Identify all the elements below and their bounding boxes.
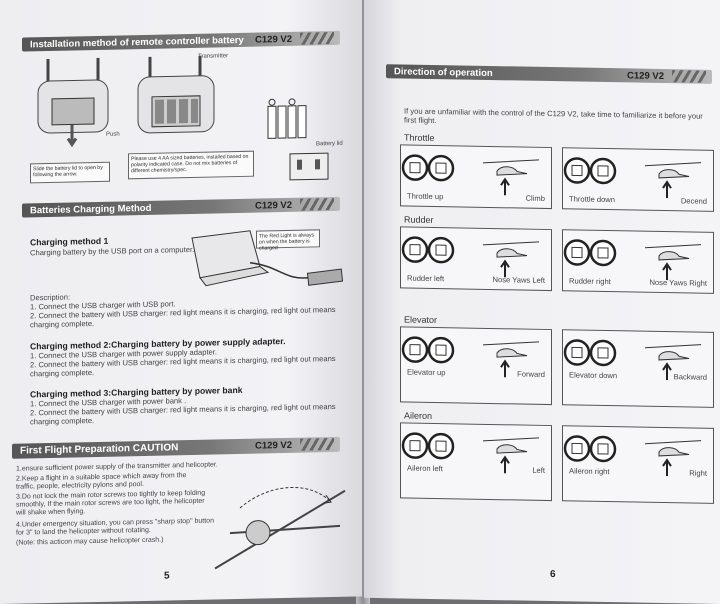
group-title: Aileron bbox=[404, 410, 433, 421]
direction-panel: Aileron left Left bbox=[400, 422, 552, 502]
movement-label: Forward bbox=[517, 369, 545, 379]
transmitter-open-illustration bbox=[137, 55, 215, 134]
transmitter-label: Transmitter bbox=[198, 53, 229, 60]
group-title: Throttle bbox=[404, 132, 435, 144]
group-title: Rudder bbox=[404, 214, 434, 225]
stick-and-heli-icon bbox=[563, 339, 702, 381]
page-number: 6 bbox=[550, 569, 556, 581]
stick-and-heli-icon bbox=[401, 236, 540, 278]
aa-batteries-illustration bbox=[267, 98, 307, 139]
movement-label: Decend bbox=[680, 196, 707, 206]
movement-label: Climb bbox=[525, 193, 545, 203]
folding-rotor-illustration bbox=[214, 486, 346, 570]
charging-method-1-title: Charging method 1 bbox=[30, 235, 109, 248]
red-light-note-box: The Red Light is always on when the batt… bbox=[256, 229, 320, 252]
intro-text: If you are unfamiliar with the control o… bbox=[404, 106, 703, 126]
direction-panel: Throttle up Climb bbox=[400, 144, 552, 210]
battery-lid-illustration bbox=[289, 152, 329, 181]
direction-panel: Throttle down Decend bbox=[562, 147, 714, 212]
section-banner-charging: Batteries Charging Method C129 V2 bbox=[22, 196, 340, 218]
stick-and-heli-icon bbox=[563, 157, 702, 199]
movement-label: Nose Yaws Left bbox=[492, 275, 545, 285]
banner-stripes bbox=[672, 70, 706, 83]
caution-item-2: 2.Keep a flight in a suitable space whic… bbox=[16, 472, 187, 491]
stick-and-heli-icon bbox=[563, 435, 702, 477]
section-title: Batteries Charging Method bbox=[30, 202, 152, 216]
model-label: C129 V2 bbox=[255, 439, 292, 452]
direction-panel: Aileron right Right bbox=[562, 425, 714, 504]
control-label: Aileron right bbox=[569, 466, 610, 477]
control-label: Throttle up bbox=[407, 191, 444, 202]
laptop-usb-illustration bbox=[191, 230, 344, 287]
direction-panel: Rudder right Nose Yaws Right bbox=[562, 229, 714, 294]
section-title: First Flight Preparation CAUTION bbox=[20, 442, 179, 457]
section-banner-battery-install: Installation method of remote controller… bbox=[22, 30, 340, 52]
section-title: Direction of operation bbox=[394, 65, 493, 79]
control-label: Aileron left bbox=[407, 463, 443, 474]
stick-and-heli-icon bbox=[401, 432, 540, 474]
page-number: 5 bbox=[164, 570, 170, 582]
model-label: C129 V2 bbox=[627, 69, 664, 82]
push-label: Push bbox=[106, 131, 120, 138]
control-label: Throttle down bbox=[569, 194, 616, 205]
stick-and-heli-icon bbox=[563, 239, 702, 281]
page-left: Installation method of remote controller… bbox=[0, 0, 362, 604]
control-label: Elevator down bbox=[569, 370, 618, 381]
stick-and-heli-icon bbox=[401, 154, 540, 196]
group-title: Elevator bbox=[404, 314, 438, 326]
control-label: Rudder right bbox=[569, 276, 611, 287]
movement-label: Backward bbox=[673, 372, 707, 382]
section-banner-caution: First Flight Preparation CAUTION C129 V2 bbox=[12, 436, 340, 459]
model-label: C129 V2 bbox=[255, 33, 292, 46]
banner-stripes bbox=[300, 198, 334, 211]
section-title: Installation method of remote controller… bbox=[30, 34, 244, 50]
movement-label: Left bbox=[532, 465, 545, 475]
direction-panel: Rudder left Nose Yaws Left bbox=[400, 226, 552, 292]
control-label: Rudder left bbox=[407, 273, 445, 284]
model-label: C129 V2 bbox=[255, 199, 292, 212]
control-label: Elevator up bbox=[407, 367, 446, 378]
direction-panel: Elevator down Backward bbox=[562, 329, 714, 408]
caution-item-4: 4.Under emergency situation, you can pre… bbox=[16, 517, 214, 537]
transmitter-back-illustration bbox=[37, 57, 109, 148]
stick-and-heli-icon bbox=[401, 336, 540, 378]
aa-note-box: Please use 4 AA sized batteries, install… bbox=[128, 150, 254, 180]
caution-item-3: 3.Do not lock the main rotor screws too … bbox=[16, 489, 206, 517]
banner-stripes bbox=[300, 32, 334, 45]
caution-note: (Note: this acticon may cause helicopter… bbox=[16, 536, 164, 547]
slide-note-box: Slide the battery lid to open by followi… bbox=[30, 161, 110, 184]
movement-label: Right bbox=[689, 468, 707, 478]
battery-lid-label: Battery lid bbox=[316, 140, 343, 148]
direction-panel: Elevator up Forward bbox=[400, 326, 552, 406]
page-right: Direction of operation C129 V2 If you ar… bbox=[364, 0, 720, 604]
movement-label: Nose Yaws Right bbox=[649, 277, 707, 288]
banner-stripes bbox=[300, 438, 334, 451]
section-banner-direction: Direction of operation C129 V2 bbox=[386, 64, 712, 84]
